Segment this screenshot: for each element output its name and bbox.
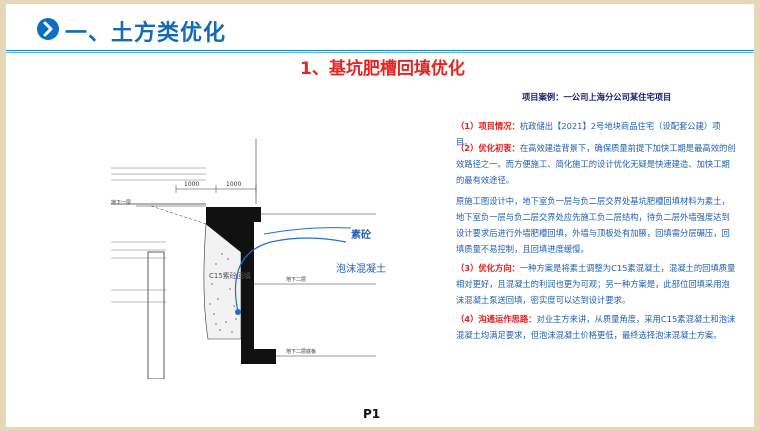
page-number: P1: [363, 407, 381, 421]
header-divider: [6, 50, 754, 51]
dimension-label-1: 1000: [184, 181, 199, 188]
floor-note-2: 地下二层: [286, 276, 306, 283]
paragraph-text: 对业主方来讲，从质量角度，采用C15素混凝土和泡沫混凝土均满足要求，但泡沫混凝土…: [456, 314, 736, 340]
paragraph-optimization-direction: （3）优化方向：一种方案是将素土调整为C15素混凝土，混凝土的回填质量相对更好，…: [456, 260, 736, 308]
paragraph-key: （2）优化初衷：: [456, 143, 520, 153]
section-title: 1、基坑肥槽回填优化: [300, 59, 465, 79]
header-divider-secondary: [6, 52, 754, 53]
paragraph-key: （4）沟通运作思路：: [456, 314, 537, 324]
floor-note-1: 地下一层: [111, 199, 131, 206]
c15-label: C15素砼回填: [209, 271, 251, 280]
slide: 一、土方类优化 1、基坑肥槽回填优化: [6, 4, 754, 427]
paragraph-text: 杭政储出【2021】2号地块商品住宅（设配套公建）项目。: [456, 121, 721, 147]
paragraph-optimization-motivation: （2）优化初衷：在高效建造背景下，确保质量前提下加快工期是最高效的创效路径之一。…: [456, 140, 736, 188]
chevron-right-circle-icon: [37, 18, 59, 40]
floor-note-3: 地下二层底板: [286, 348, 316, 355]
page-title: 一、土方类优化: [65, 21, 227, 46]
paragraph-original-design: 原施工图设计中，地下室负一层与负二层交界处基坑肥槽回填材料为素土，地下室负一层与…: [456, 193, 736, 257]
paragraph-project-info: （1）项目情况：杭政储出【2021】2号地块商品住宅（设配套公建）项目。: [456, 118, 736, 150]
dimension-label-2: 1000: [226, 181, 241, 188]
sugan-label: 素砼: [351, 228, 371, 241]
backfill-speckle: [209, 253, 237, 333]
drawing-svg: 1000 1000 地下: [111, 139, 386, 380]
paragraph-key: （3）优化方向：: [456, 263, 520, 273]
paragraph-text: 一种方案是将素土调整为C15素混凝土，混凝土的回填质量相对更好，且混凝土的利润也…: [456, 263, 736, 305]
foam-concrete-label: 泡沫混凝土: [336, 262, 386, 275]
paragraph-communication: （4）沟通运作思路：对业主方来讲，从质量角度，采用C15素混凝土和泡沫混凝土均满…: [456, 311, 736, 343]
section-drawing: 1000 1000 地下: [106, 134, 396, 380]
case-title: 项目案例：一公司上海分公司某住宅项目: [522, 92, 672, 102]
paragraph-text: 原施工图设计中，地下室负一层与负二层交界处基坑肥槽回填材料为素土，地下室负一层与…: [456, 196, 730, 254]
paragraph-key: （1）项目情况：: [456, 121, 520, 131]
paragraph-text: 在高效建造背景下，确保质量前提下加快工期是最高效的创效路径之一。而方便施工、简化…: [456, 143, 736, 185]
